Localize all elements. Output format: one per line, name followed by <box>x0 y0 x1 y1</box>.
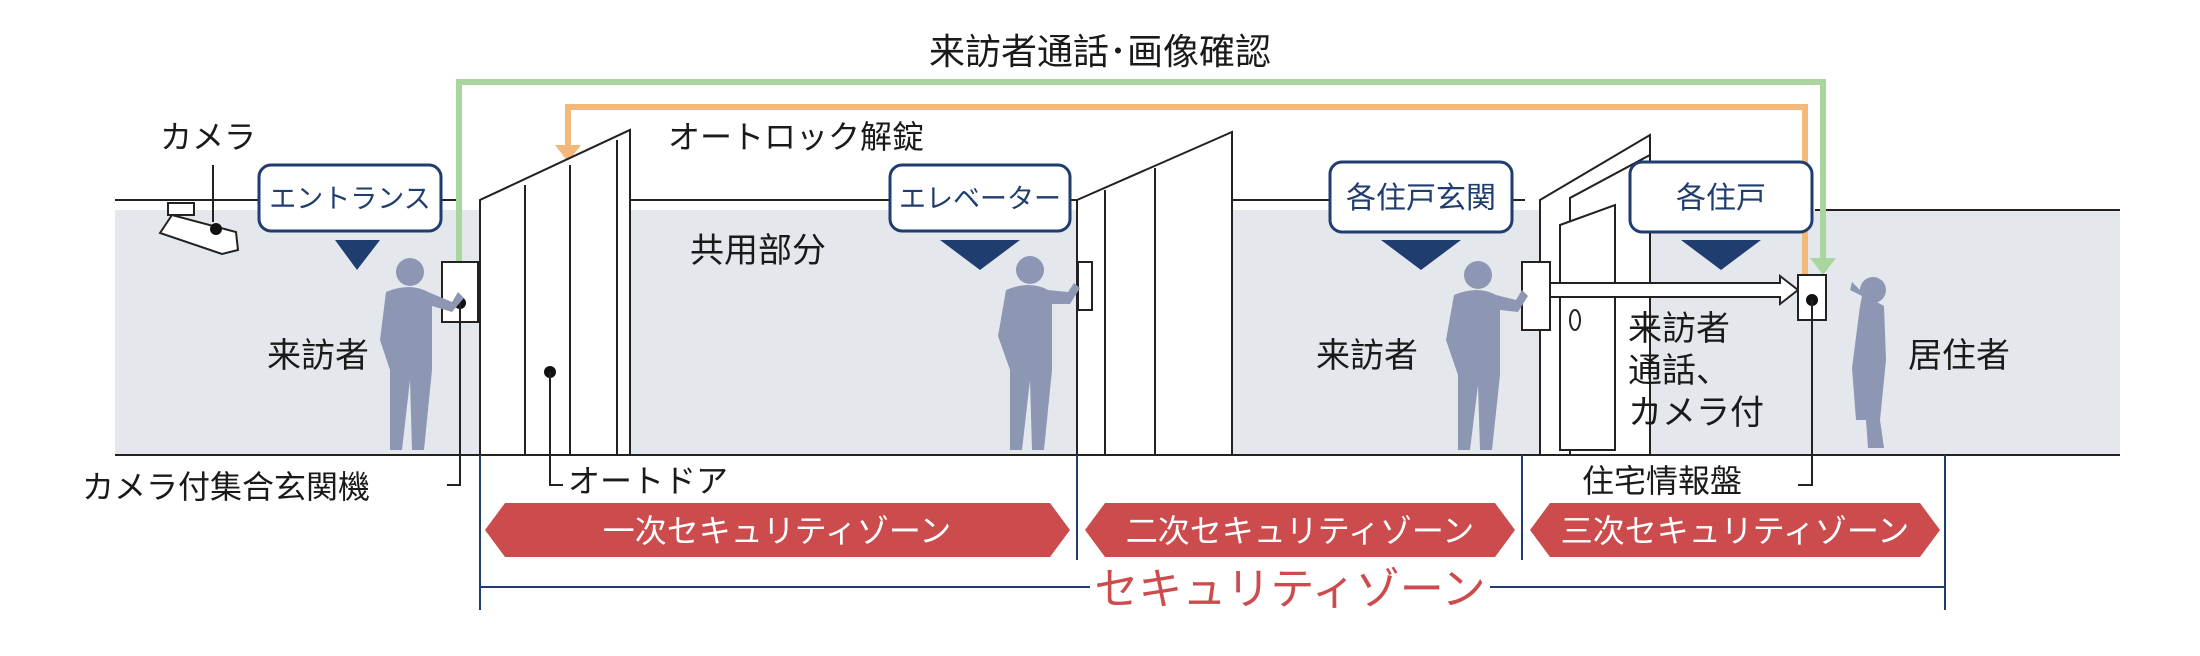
camera-label: カメラ <box>160 119 256 155</box>
info-panel-label: 住宅情報盤 <box>1582 463 1742 499</box>
intercom-label-line3: カメラ付 <box>1628 395 1764 432</box>
elevator-box-label: エレベーター <box>899 184 1061 214</box>
entrance-box: エントランス <box>257 163 443 270</box>
resident-intercom-icon <box>1549 273 1827 486</box>
zone-first-label: 一次セキュリティゾーン <box>603 513 951 549</box>
visitor-silhouette-2 <box>998 256 1080 450</box>
entrance-box-label: エントランス <box>269 184 430 214</box>
intercom-label-line1: 来訪者 <box>1628 310 1730 348</box>
visitor-silhouette-1 <box>380 258 464 450</box>
intercom-label-line2: 通話、 <box>1628 352 1730 390</box>
elevator-box: エレベーター <box>888 163 1072 270</box>
unit-door-icon <box>1521 133 1651 456</box>
title-label: 来訪者通話･画像確認 <box>929 32 1271 72</box>
overall-zone-label: セキュリティゾーン <box>1094 565 1485 614</box>
unit-entrance-box: 各住戸玄関 <box>1328 160 1514 270</box>
unit-box-label: 各住戸 <box>1676 182 1766 215</box>
zone-second: 二次セキュリティゾーン <box>1085 503 1515 557</box>
zone-second-label: 二次セキュリティゾーン <box>1126 513 1474 549</box>
autolock-label: オートロック解錠 <box>668 119 924 155</box>
call-line-arrowhead <box>1810 258 1836 275</box>
visitor-label-right: 来訪者 <box>1316 337 1418 375</box>
camera-icon <box>158 165 240 256</box>
unlock-line-arrowhead <box>555 145 581 162</box>
zone-third: 三次セキュリティゾーン <box>1530 503 1940 557</box>
entrance-unit-label: カメラ付集合玄関機 <box>82 469 370 505</box>
visitor-label-left: 来訪者 <box>267 337 369 375</box>
unit-box: 各住戸 <box>1628 160 1814 270</box>
zone-first: 一次セキュリティゾーン <box>485 503 1070 557</box>
visitor-silhouette-3 <box>1446 261 1528 450</box>
call-line <box>456 79 1826 262</box>
unit-entrance-box-label: 各住戸玄関 <box>1346 182 1496 215</box>
resident-silhouette <box>1850 277 1886 448</box>
common-area-label: 共用部分 <box>690 232 826 270</box>
elevator-door-icon <box>1076 130 1233 456</box>
auto-door-icon <box>479 128 631 486</box>
resident-label: 居住者 <box>1908 337 2010 375</box>
zone-third-label: 三次セキュリティゾーン <box>1561 513 1909 549</box>
auto-door-label: オートドア <box>568 463 728 499</box>
